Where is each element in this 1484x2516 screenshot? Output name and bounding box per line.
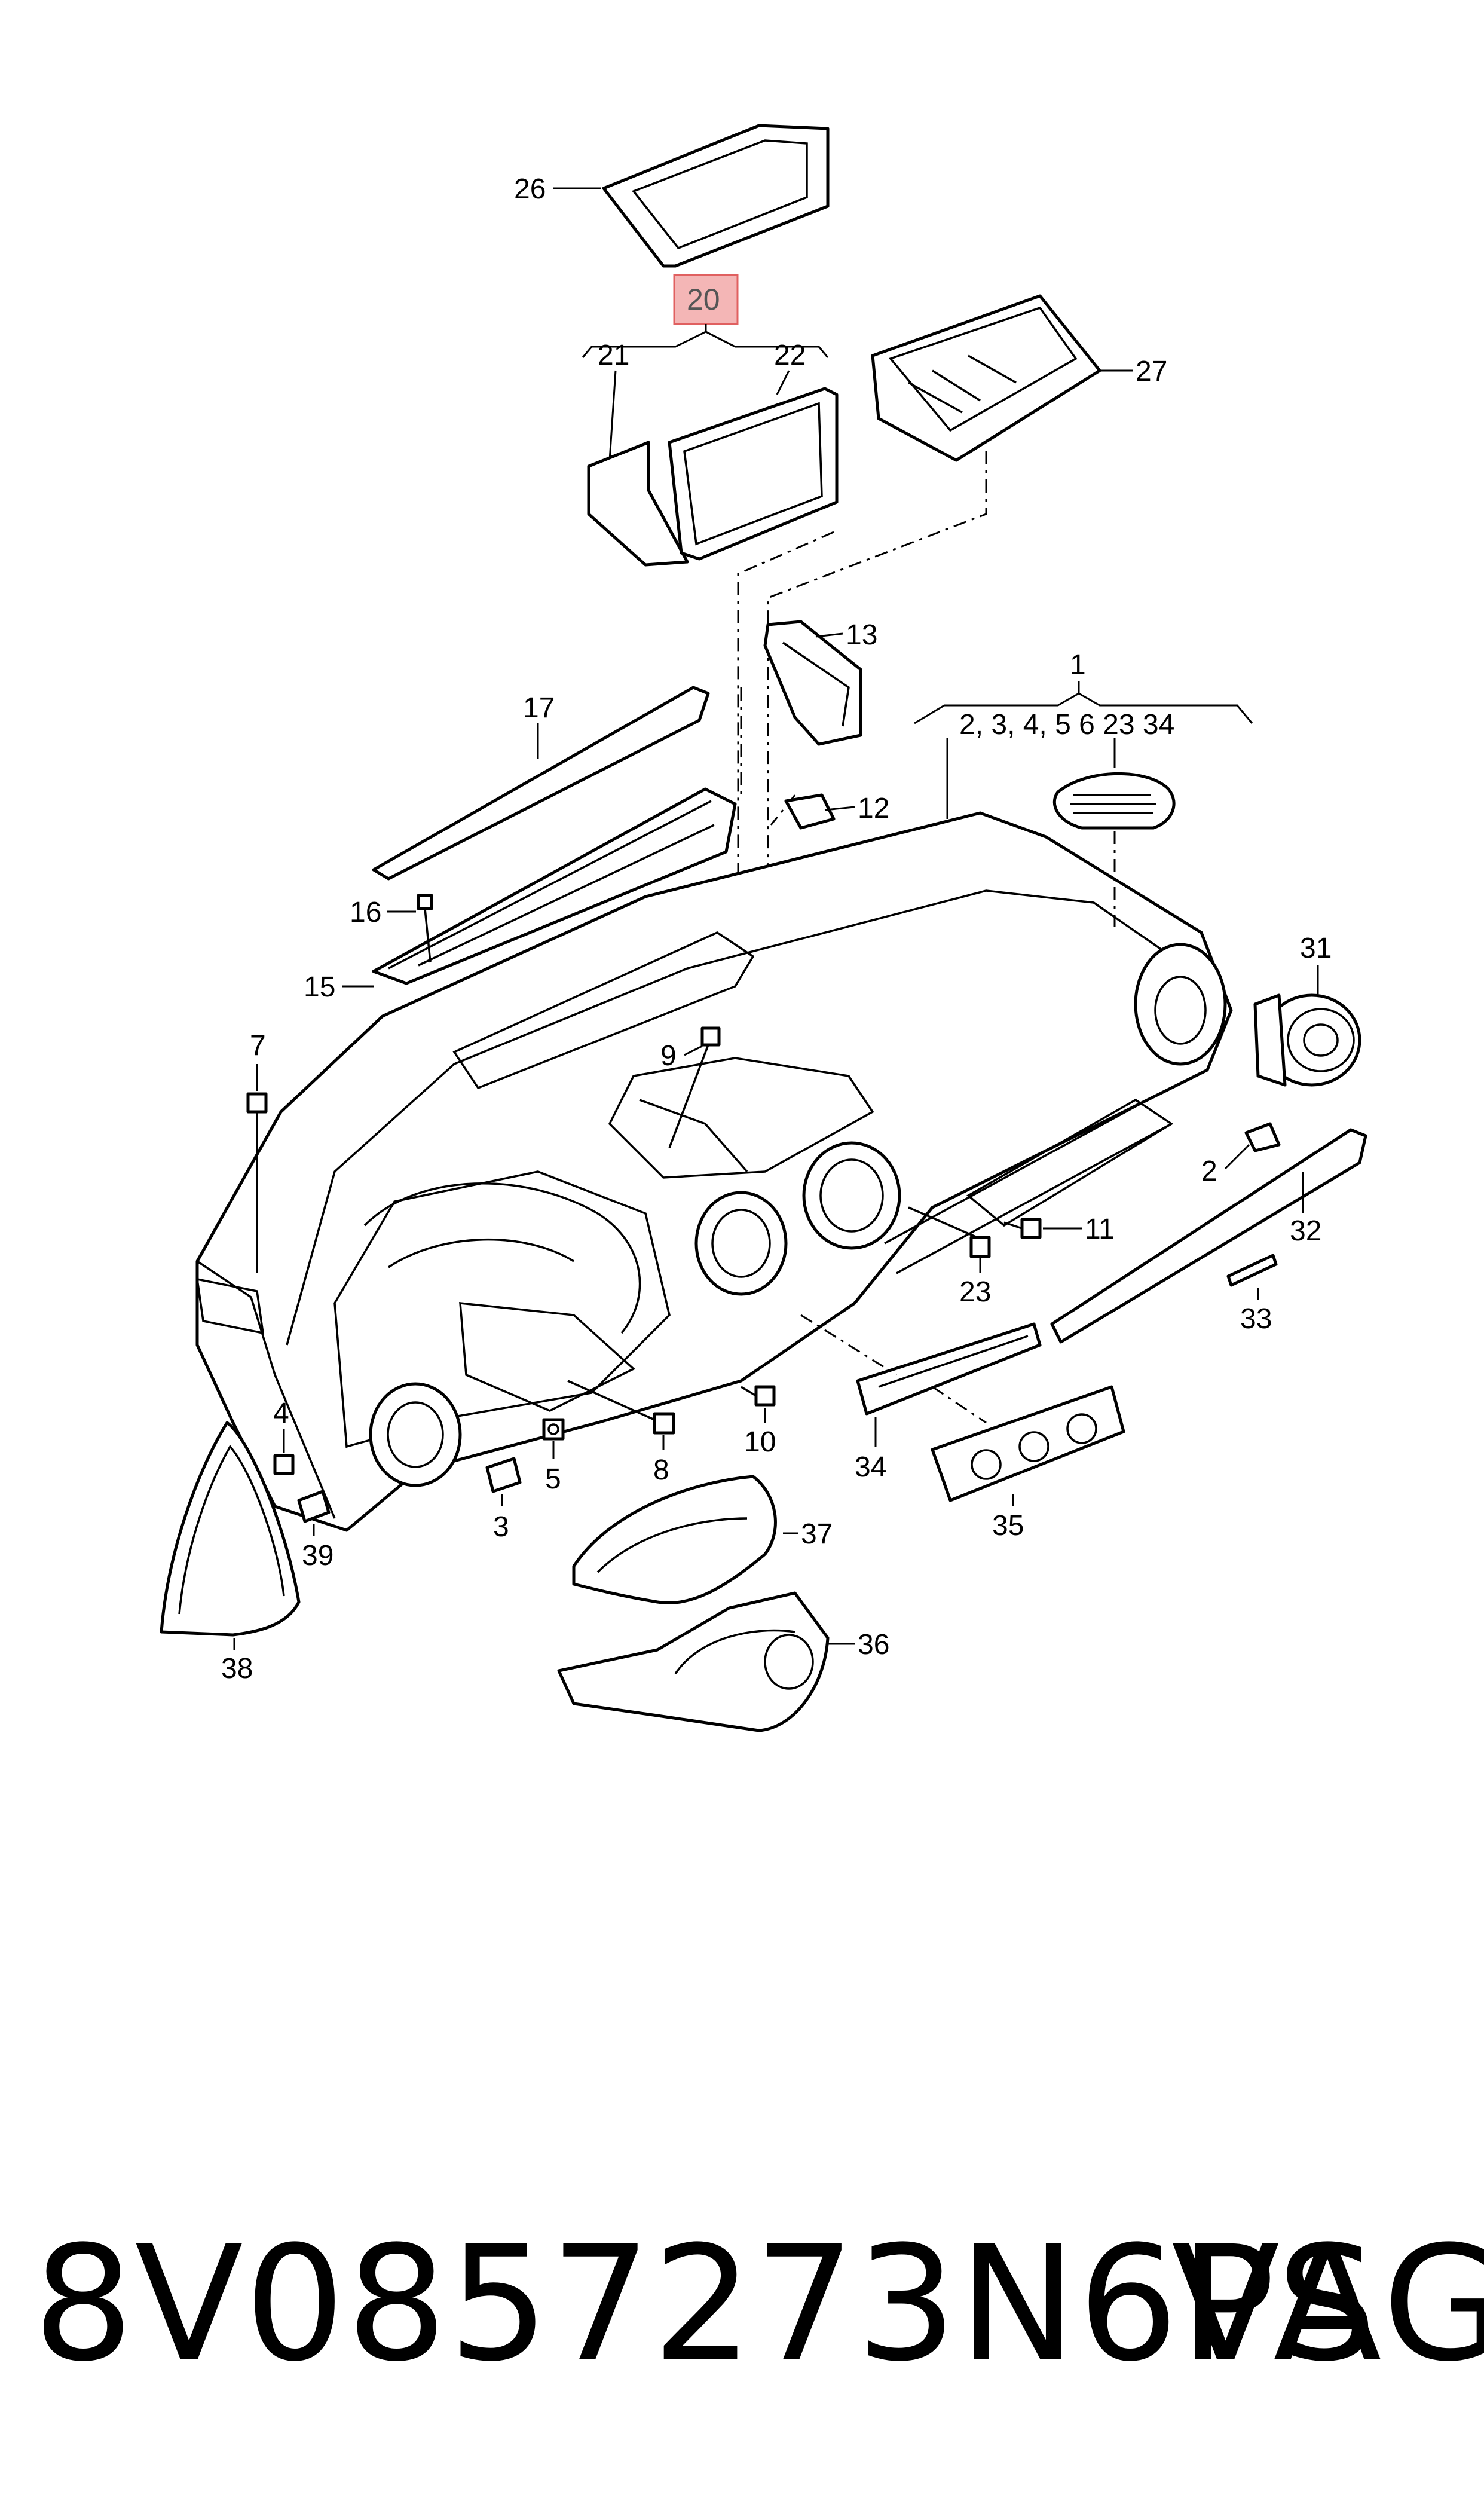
callout-16: 16 bbox=[350, 897, 381, 928]
callout-36: 36 bbox=[858, 1629, 889, 1661]
part-9-bolt bbox=[668, 1026, 721, 1148]
callout-31: 31 bbox=[1300, 933, 1332, 964]
callout-34: 34 bbox=[855, 1451, 886, 1483]
brand-label: VAG bbox=[1171, 2212, 1484, 2396]
part-12-clip bbox=[784, 793, 836, 830]
callout-3: 3 bbox=[493, 1511, 509, 1543]
callout-12: 12 bbox=[858, 793, 889, 824]
part-5-clip bbox=[542, 1418, 565, 1441]
part-16-screw bbox=[417, 894, 433, 963]
callout-22: 22 bbox=[774, 340, 806, 371]
callout-21: 21 bbox=[598, 340, 629, 371]
part-10-bolt bbox=[741, 1385, 776, 1407]
callout-10: 10 bbox=[744, 1426, 776, 1458]
part-15-trim-carrier bbox=[372, 787, 737, 985]
callout-5: 5 bbox=[545, 1463, 561, 1495]
footer: 8V0857273N6PS VAG bbox=[0, 2206, 1484, 2403]
part-number-label: 8V0857273N6PS bbox=[33, 2212, 1378, 2396]
callout-1: 1 bbox=[1070, 649, 1086, 681]
part-37-upper-column-cover bbox=[572, 1475, 777, 1604]
part-32-trim-strip bbox=[1050, 1128, 1367, 1344]
callout-8: 8 bbox=[653, 1454, 669, 1486]
callout-11: 11 bbox=[1085, 1213, 1115, 1245]
callout-38: 38 bbox=[221, 1653, 253, 1685]
part-11-bolt bbox=[1003, 1218, 1042, 1239]
callout-7: 7 bbox=[250, 1030, 266, 1062]
callout-35: 35 bbox=[992, 1510, 1024, 1542]
part-17-trim-strip bbox=[372, 686, 710, 881]
part-35-climate-control-panel bbox=[931, 1385, 1125, 1502]
callout-17: 17 bbox=[523, 692, 555, 724]
part-21-22-display-unit bbox=[587, 387, 839, 567]
part-31-round-vent bbox=[1253, 993, 1361, 1087]
callout-23: 23 bbox=[959, 1276, 991, 1308]
part-38-side-cover bbox=[160, 1421, 301, 1637]
callout-13: 13 bbox=[846, 619, 877, 651]
part-34-switch-strip bbox=[856, 1322, 1042, 1416]
callout-2: 2 bbox=[1201, 1155, 1217, 1187]
callout-37: 37 bbox=[801, 1518, 833, 1550]
part-6-vent-grille bbox=[1052, 772, 1176, 830]
part-1-dashboard bbox=[195, 811, 1233, 1532]
part-23-bolt bbox=[908, 1206, 991, 1258]
callout-4: 4 bbox=[273, 1398, 289, 1429]
callout-15: 15 bbox=[304, 971, 335, 1003]
callout-39: 39 bbox=[302, 1540, 333, 1572]
callout-32: 32 bbox=[1290, 1215, 1321, 1247]
part-4-clip bbox=[273, 1454, 295, 1475]
part-8-bolt bbox=[567, 1380, 675, 1435]
part-36-lower-column-cover bbox=[557, 1591, 830, 1732]
part-3-clip bbox=[485, 1457, 522, 1493]
part-39-bracket bbox=[297, 1490, 331, 1523]
exploded-parts-diagram: 26 20 21 22 27 13 12 17 bbox=[160, 124, 1367, 1732]
callout-1-sub: 2, 3, 4, 5 6 23 34 bbox=[959, 709, 1174, 741]
callout-9: 9 bbox=[660, 1040, 677, 1072]
callout-27: 27 bbox=[1136, 356, 1167, 387]
part-27-storage-tray bbox=[871, 294, 1101, 462]
callout-26: 26 bbox=[514, 173, 546, 205]
part-13-sensor-housing bbox=[763, 620, 862, 746]
callout-20: 20 bbox=[687, 283, 720, 316]
part-33-end-cap bbox=[1226, 1254, 1278, 1287]
part-2-clip bbox=[1244, 1122, 1281, 1152]
callout-33: 33 bbox=[1240, 1303, 1272, 1335]
part-26-display-frame bbox=[602, 124, 830, 268]
part-7-bolt bbox=[246, 1092, 268, 1273]
